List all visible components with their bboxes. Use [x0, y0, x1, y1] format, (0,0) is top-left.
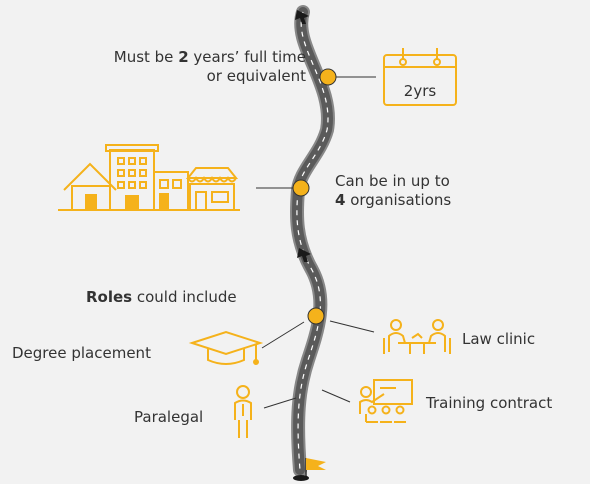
duration-label: Must be 2 years’ full time or equivalent — [114, 48, 306, 86]
role-paralegal: Paralegal — [134, 408, 204, 426]
milestone-dot-roles — [307, 307, 325, 325]
calendar-icon — [383, 48, 457, 106]
duration-line-1: Must be 2 years’ full time — [113, 48, 306, 66]
direction-arrow-icon — [297, 248, 311, 262]
organisations-line-2: 4 organisations — [335, 191, 452, 209]
degree-connector — [261, 321, 305, 349]
start-arrow-icon — [295, 10, 309, 24]
duration-line-2: or equivalent — [206, 67, 306, 85]
law-clinic-connector — [329, 320, 375, 333]
paralegal-connector — [263, 397, 297, 409]
role-law-clinic: Law clinic — [462, 330, 536, 348]
person-icon — [234, 385, 252, 438]
training-connector — [321, 389, 351, 403]
finish-flag-icon — [293, 458, 326, 481]
role-training-contract: Training contract — [426, 394, 553, 412]
milestone-dot-duration — [319, 68, 337, 86]
graduation-cap-icon — [188, 330, 264, 365]
winding-road — [289, 5, 335, 477]
presentation-icon — [359, 379, 413, 423]
buildings-icon — [58, 144, 240, 211]
organisations-line-1: Can be in up to — [335, 172, 450, 190]
role-degree-placement: Degree placement — [12, 344, 151, 362]
milestone-dot-organisations — [292, 179, 310, 197]
roles-heading: Roles could include — [86, 288, 237, 306]
meeting-table-icon — [383, 319, 451, 354]
calendar-label: 2yrs — [404, 82, 437, 100]
organisations-label: Can be in up to 4 organisations — [335, 172, 451, 210]
